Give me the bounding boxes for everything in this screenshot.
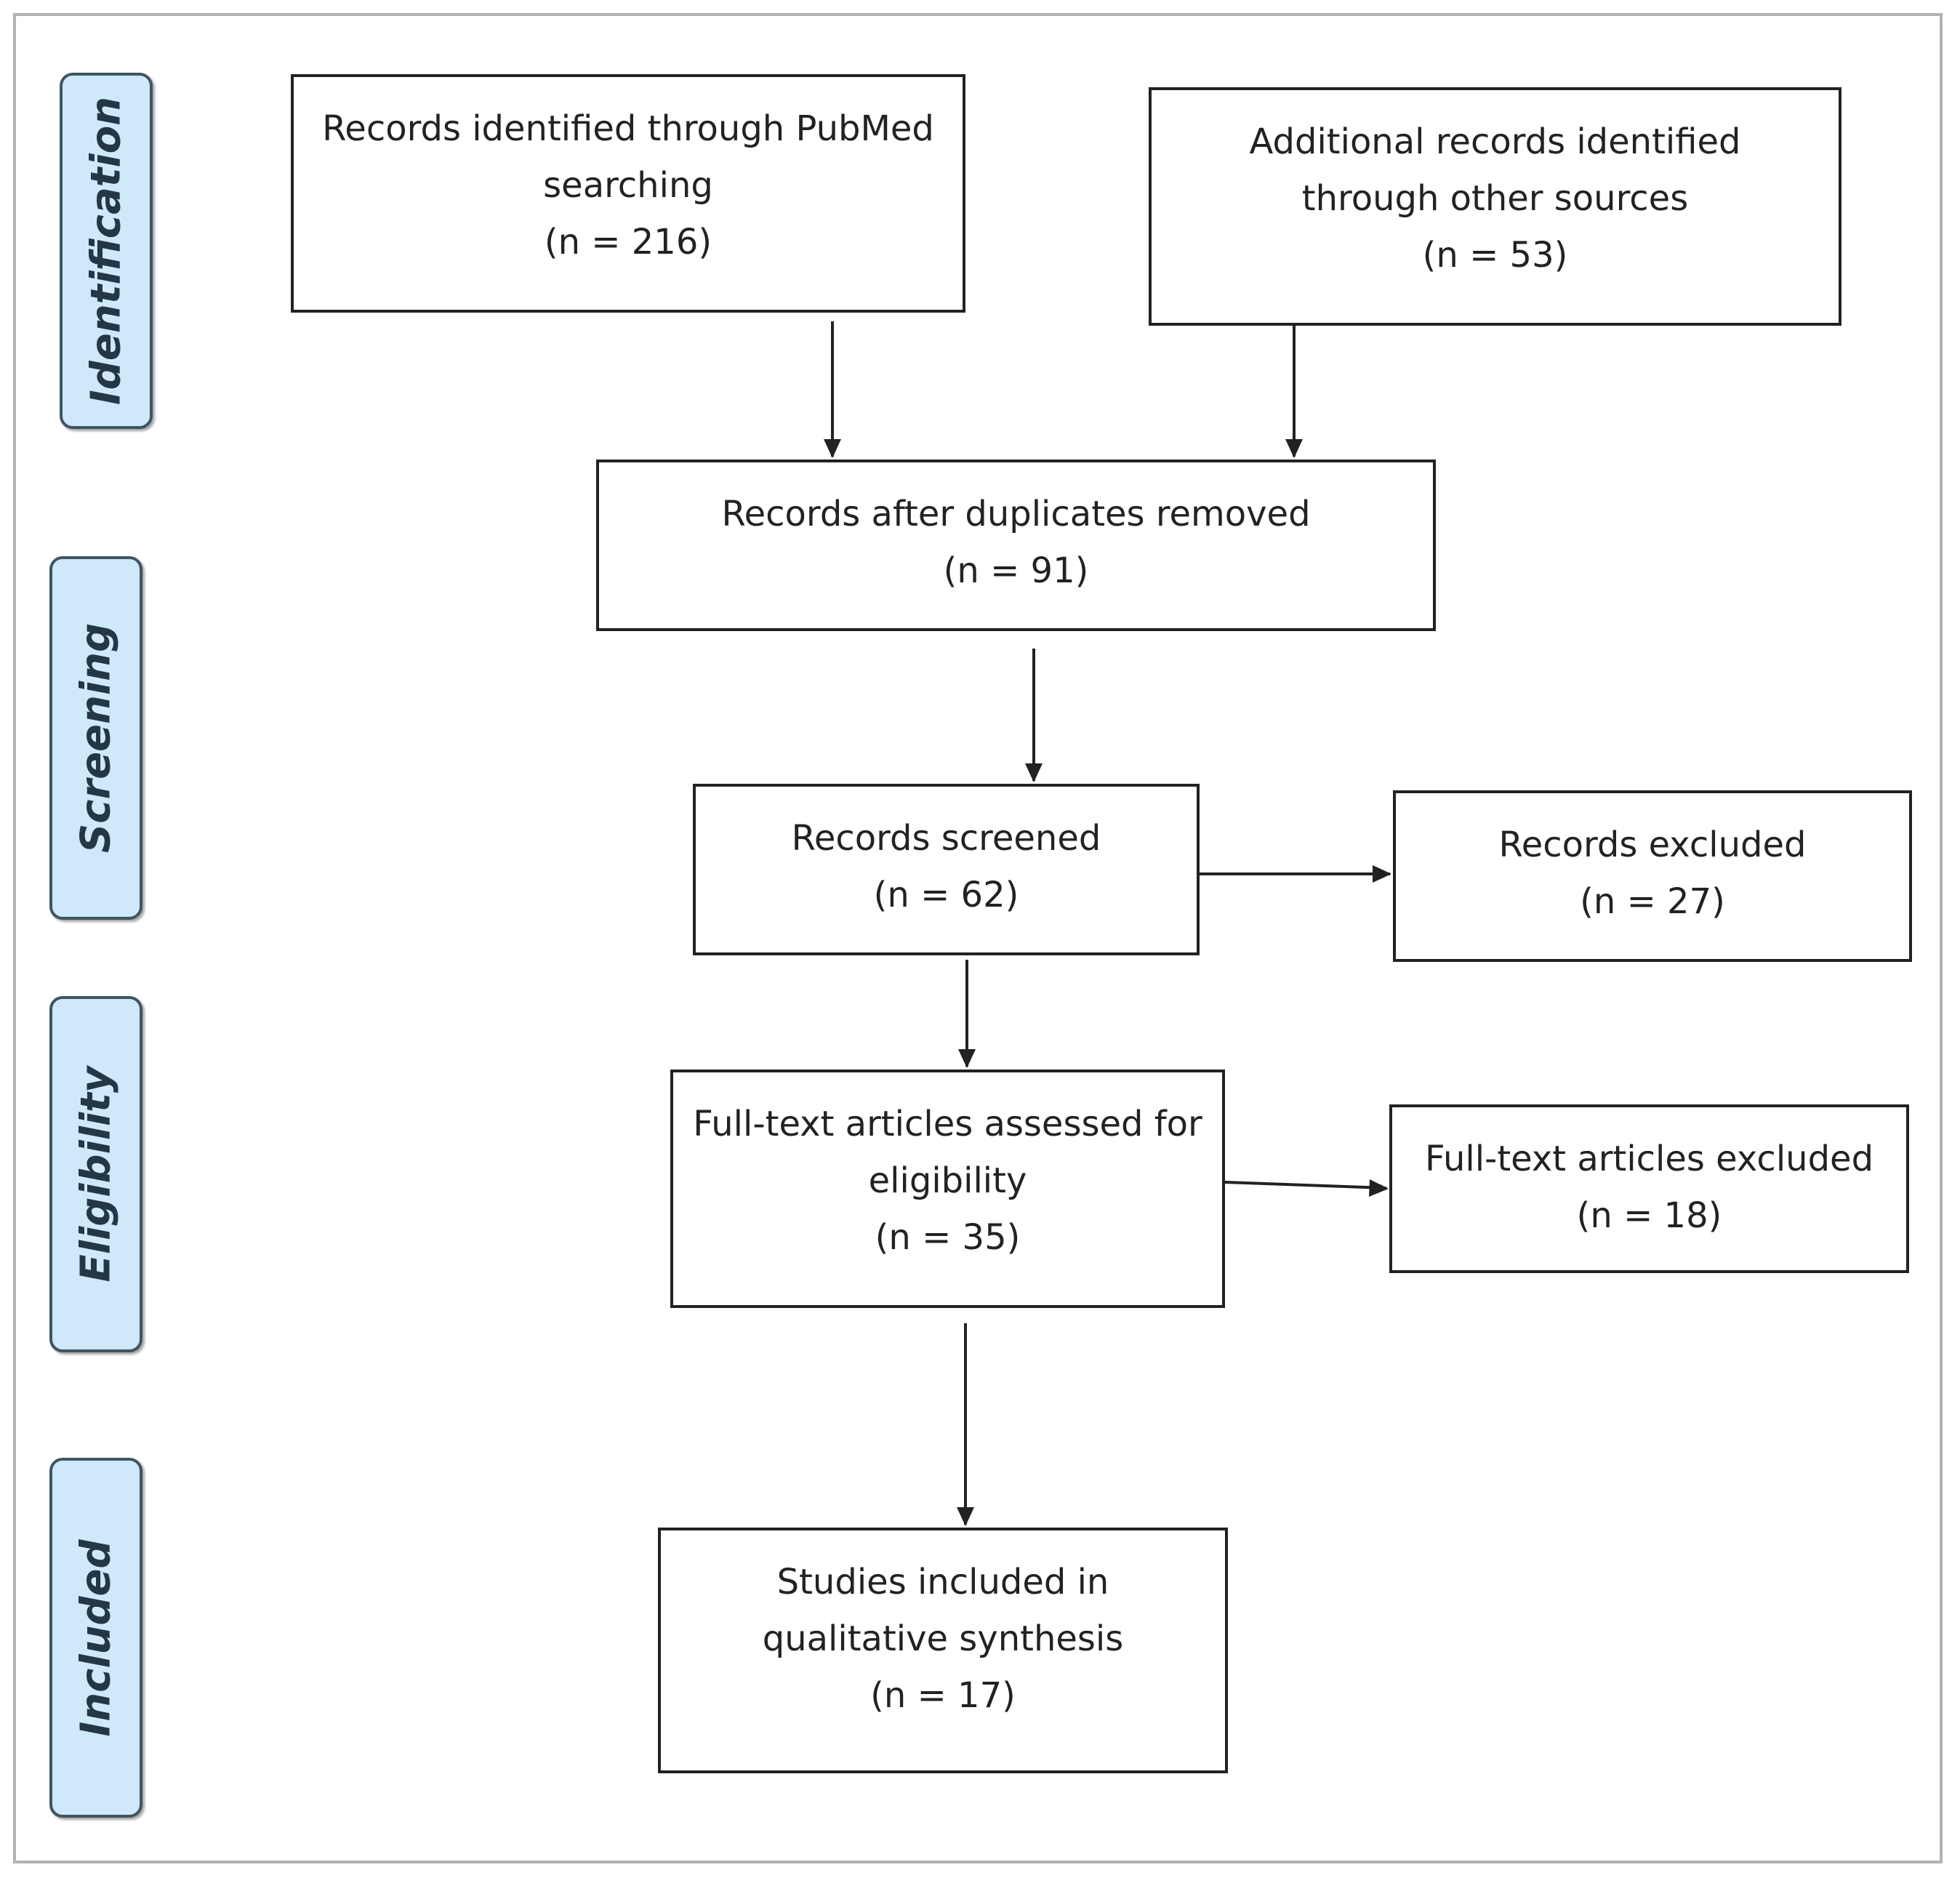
fulltext-excluded-count: (n = 18) — [1576, 1195, 1722, 1236]
other-sources-line2: through other sources — [1301, 178, 1689, 219]
studies-included-count: (n = 17) — [870, 1675, 1016, 1716]
records-excluded-box: Records excluded (n = 27) — [1393, 790, 1912, 962]
fulltext-assessed-line1: Full-text articles assessed for — [693, 1104, 1202, 1144]
studies-included-line1: Studies included in — [776, 1562, 1109, 1602]
pubmed-records-line2: searching — [543, 165, 713, 206]
fulltext-assessed-line2: eligibility — [868, 1160, 1027, 1201]
arrowhead-1 — [824, 439, 841, 458]
deduplicated-box: Records after duplicates removed (n = 91… — [596, 460, 1436, 631]
stage-eligibility: Eligibility — [49, 996, 142, 1352]
fulltext-assessed-count: (n = 35) — [875, 1217, 1021, 1258]
fulltext-excluded-box: Full-text articles excluded (n = 18) — [1389, 1104, 1909, 1273]
screened-count: (n = 62) — [873, 875, 1019, 915]
pubmed-records-box: Records identified through PubMed search… — [291, 74, 965, 313]
screened-line1: Records screened — [791, 818, 1101, 859]
screened-box: Records screened (n = 62) — [693, 784, 1200, 955]
diagram-frame — [13, 13, 1943, 1863]
other-sources-line1: Additional records identified — [1249, 121, 1741, 162]
arrowhead-5 — [958, 1049, 976, 1068]
arrowhead-6 — [1369, 1179, 1389, 1197]
fulltext-assessed-box: Full-text articles assessed for eligibil… — [670, 1070, 1225, 1308]
arrowhead-3 — [1025, 763, 1043, 782]
arrowhead-4 — [1373, 865, 1391, 883]
arrowhead-7 — [957, 1507, 974, 1526]
studies-included-line2: qualitative synthesis — [762, 1618, 1124, 1659]
studies-included-box: Studies included in qualitative synthesi… — [658, 1528, 1228, 1773]
records-excluded-line1: Records excluded — [1498, 824, 1807, 865]
pubmed-records-count: (n = 216) — [544, 222, 712, 262]
records-excluded-count: (n = 27) — [1580, 881, 1725, 922]
deduplicated-line1: Records after duplicates removed — [721, 494, 1311, 534]
deduplicated-count: (n = 91) — [943, 550, 1089, 591]
stage-screening: Screening — [49, 556, 142, 920]
fulltext-excluded-line1: Full-text articles excluded — [1424, 1139, 1874, 1179]
arrow-fulltext-to-fulltext-excluded — [1224, 1181, 1387, 1192]
stage-included: Included — [49, 1458, 142, 1818]
stage-identification: Identification — [60, 73, 153, 429]
other-sources-box: Additional records identified through ot… — [1149, 87, 1841, 326]
arrowhead-2 — [1285, 439, 1303, 458]
other-sources-count: (n = 53) — [1422, 235, 1568, 276]
pubmed-records-line1: Records identified through PubMed — [322, 108, 934, 149]
